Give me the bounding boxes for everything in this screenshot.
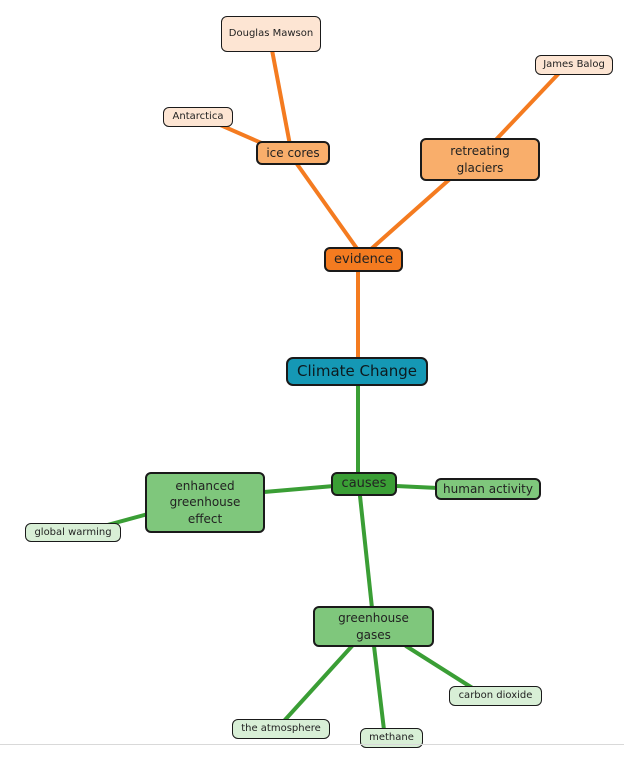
node-label: the atmosphere — [241, 723, 321, 735]
node-greenhouse-gases[interactable]: greenhouse gases — [313, 606, 434, 647]
node-causes[interactable]: causes — [331, 472, 397, 496]
node-james-balog[interactable]: James Balog — [535, 55, 613, 75]
edge-causes-greenhouse-gases — [358, 494, 374, 610]
node-human-activity[interactable]: human activity — [435, 478, 541, 500]
node-label: evidence — [334, 251, 393, 267]
node-retreating-glaciers[interactable]: retreating glaciers — [420, 138, 540, 181]
edge-glaciers-james-balog — [488, 68, 564, 148]
edge-evidence-retreating-glaciers — [368, 168, 462, 252]
edge-gases-atmosphere — [282, 644, 354, 723]
node-label: greenhouse gases — [338, 611, 409, 642]
edge-ice-cores-douglas-mawson — [270, 48, 292, 147]
node-douglas-mawson[interactable]: Douglas Mawson — [221, 16, 321, 52]
node-label: methane — [369, 732, 414, 744]
node-label: causes — [341, 476, 387, 492]
node-antarctica[interactable]: Antarctica — [163, 107, 233, 127]
node-ice-cores[interactable]: ice cores — [256, 141, 330, 165]
node-methane[interactable]: methane — [360, 728, 423, 748]
node-enhanced-greenhouse-effect[interactable]: enhanced greenhouse effect — [145, 472, 265, 533]
node-climate-change[interactable]: Climate Change — [286, 357, 428, 386]
node-label: James Balog — [543, 59, 605, 71]
canvas-bottom-divider — [0, 744, 624, 745]
node-label: ice cores — [266, 145, 320, 160]
edge-evidence-ice-cores — [290, 155, 360, 252]
node-the-atmosphere[interactable]: the atmosphere — [232, 719, 330, 739]
node-evidence[interactable]: evidence — [324, 247, 403, 272]
edge-causes-human-activity — [394, 484, 440, 490]
node-global-warming[interactable]: global warming — [25, 523, 121, 542]
node-label: carbon dioxide — [458, 690, 533, 702]
node-label: enhanced greenhouse effect — [169, 479, 241, 526]
edge-gases-methane — [372, 644, 386, 732]
node-label: global warming — [34, 526, 112, 538]
node-label: human activity — [443, 481, 533, 496]
node-label: Climate Change — [297, 362, 417, 381]
edge-causes-enhanced — [262, 484, 336, 494]
node-label: Antarctica — [172, 111, 224, 123]
edge-gases-carbon-dioxide — [404, 644, 476, 691]
node-label: Douglas Mawson — [228, 28, 314, 40]
node-label: retreating glaciers — [450, 144, 510, 175]
node-carbon-dioxide[interactable]: carbon dioxide — [449, 686, 542, 706]
